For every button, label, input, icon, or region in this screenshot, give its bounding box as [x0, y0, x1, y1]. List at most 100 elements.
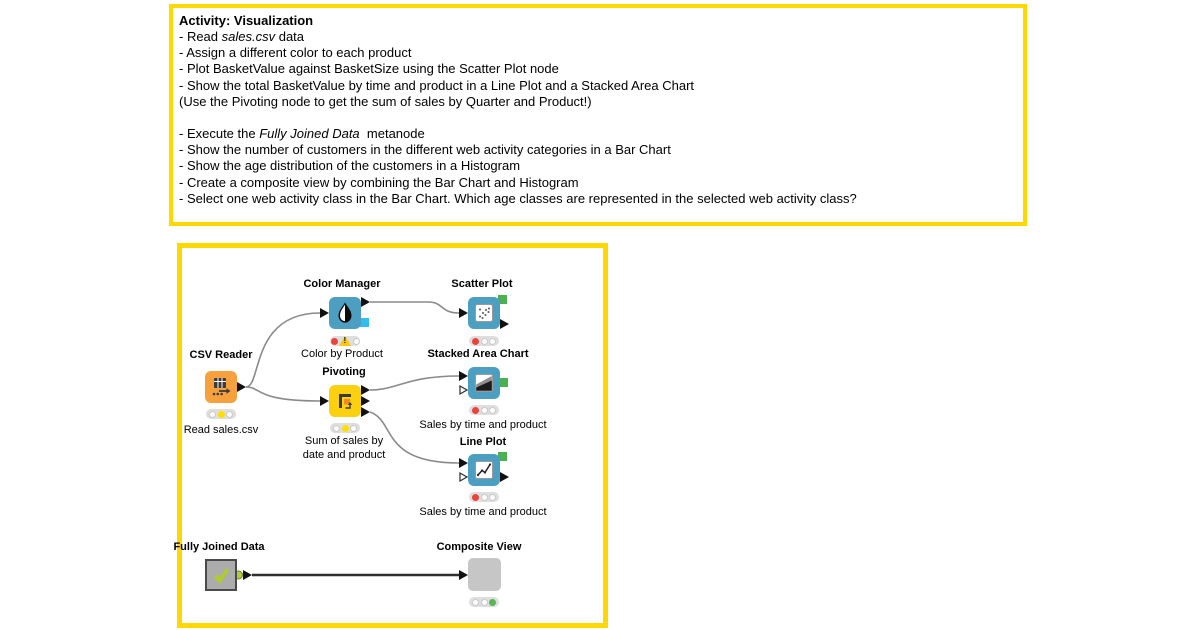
status-dot-red	[472, 337, 479, 345]
scatterplot-output-port[interactable]	[500, 319, 509, 329]
activity-line: - Assign a different color to each produ…	[179, 45, 412, 61]
execute-metanode-name: Fully Joined Data	[259, 126, 360, 142]
pivoting-label-line1: Sum of sales by	[304, 435, 384, 447]
node-stacked-area-chart[interactable]	[468, 367, 500, 399]
activity-line: - Select one web activity class in the B…	[179, 190, 857, 206]
csvreader-output-port[interactable]	[237, 382, 246, 392]
status-dot-off	[489, 337, 496, 345]
blank-line	[179, 110, 1017, 126]
activity-line: - Plot BasketValue against BasketSize us…	[179, 61, 559, 77]
node-label-csv-reader: Read sales.csv	[183, 424, 259, 436]
status-dot-off	[489, 493, 496, 501]
node-title-composite-view: Composite View	[436, 541, 522, 553]
lineplot-input-port[interactable]	[459, 458, 468, 468]
activity-line: - Create a composite view by combining t…	[179, 174, 579, 190]
status-lights-line-plot	[469, 492, 499, 502]
activity-line: - Show the number of customers in the di…	[179, 142, 671, 158]
check-icon	[213, 568, 230, 585]
stacked-area-chart-icon	[475, 374, 493, 392]
node-title-stacked-area-chart: Stacked Area Chart	[427, 348, 529, 360]
stackedareachart-input-port[interactable]	[459, 371, 468, 381]
pivoting-output-port-3[interactable]	[361, 407, 370, 417]
node-title-pivoting: Pivoting	[322, 366, 366, 378]
color-manager-droplet-icon	[338, 302, 352, 323]
status-lights-pivoting	[330, 423, 360, 433]
status-dot-off	[350, 424, 357, 432]
status-dot-off	[226, 410, 233, 418]
status-dot-off	[333, 424, 340, 432]
line-plot-icon	[475, 461, 493, 479]
colormanager-color-port[interactable]	[359, 318, 369, 327]
status-dot-off	[472, 598, 479, 606]
status-dot-off	[480, 493, 488, 501]
wire-pivoting-stackedareachart[interactable]	[369, 375, 460, 391]
workflow-canvas: Color Manager Scatter Plot CSV Reader Pi…	[173, 248, 603, 623]
wire-csvreader-colormanager[interactable]	[245, 312, 321, 388]
status-lights-color-manager: !	[330, 335, 360, 346]
execute-pre: - Execute the	[179, 126, 260, 142]
read-filename: sales.csv	[221, 29, 276, 44]
status-dot-off	[352, 337, 360, 345]
wire-pivoting-lineplot[interactable]	[369, 411, 460, 464]
status-lights-csv-reader	[206, 409, 236, 419]
warning-triangle-icon: !	[339, 335, 351, 346]
node-title-line-plot: Line Plot	[459, 436, 507, 448]
workflow-annotation[interactable]: Color Manager Scatter Plot CSV Reader Pi…	[173, 243, 608, 628]
pivoting-label-line2: date and product	[302, 449, 386, 461]
status-dot-red	[472, 493, 479, 501]
status-dot-off	[480, 598, 488, 606]
node-pivoting[interactable]	[329, 385, 361, 417]
activity-line: (Use the Pivoting node to get the sum of…	[179, 93, 592, 109]
node-title-csv-reader: CSV Reader	[189, 349, 253, 361]
lineplot-image-port[interactable]	[498, 452, 507, 461]
read-post: data	[275, 29, 305, 44]
node-color-manager[interactable]	[329, 297, 361, 329]
node-title-color-manager: Color Manager	[303, 278, 381, 290]
execute-post: metanode	[359, 126, 425, 142]
pivoting-output-port-2[interactable]	[361, 396, 370, 406]
node-label-pivoting: Sum of sales by date and product	[303, 434, 386, 462]
pivoting-output-port-1[interactable]	[361, 385, 370, 395]
node-fully-joined-data[interactable]	[205, 559, 237, 591]
node-csv-reader[interactable]	[205, 371, 237, 403]
lineplot-output-port[interactable]	[500, 472, 509, 482]
status-dot-off	[480, 406, 488, 414]
status-dot-off	[489, 406, 496, 414]
node-composite-view[interactable]	[468, 558, 501, 591]
activity-title: Activity: Visualization	[179, 13, 314, 28]
node-label-color-manager: Color by Product	[301, 348, 383, 360]
status-dot-red	[330, 337, 338, 345]
scatter-plot-icon	[475, 304, 493, 322]
status-dot-red	[472, 406, 479, 414]
activity-line: - Show the total BasketValue by time and…	[179, 77, 695, 93]
node-scatter-plot[interactable]	[468, 297, 500, 329]
status-dot-yellow	[341, 424, 349, 432]
wire-csvreader-pivoting[interactable]	[245, 386, 321, 402]
csv-reader-icon	[212, 378, 231, 396]
node-label-line-plot: Sales by time and product	[419, 506, 547, 518]
read-pre: - Read	[179, 29, 222, 44]
compositeview-input-port[interactable]	[459, 570, 468, 580]
pivoting-input-port[interactable]	[320, 396, 329, 406]
node-title-fully-joined-data: Fully Joined Data	[173, 541, 265, 553]
scatterplot-input-port[interactable]	[459, 308, 468, 318]
activity-line: - Show the age distribution of the custo…	[179, 158, 521, 174]
activity-annotation[interactable]: Activity: Visualization - Read sales.csv…	[169, 4, 1027, 226]
colormanager-input-port[interactable]	[320, 308, 329, 318]
activity-line-execute: - Execute the Fully Joined Data metanode	[179, 126, 1017, 142]
fullyjoineddata-output-port[interactable]	[243, 570, 252, 580]
lineplot-flowvar-port[interactable]	[459, 471, 469, 483]
wire-colormanager-scatterplot[interactable]	[370, 301, 460, 314]
colormanager-output-port[interactable]	[361, 297, 370, 307]
stackedareachart-flowvar-port[interactable]	[459, 384, 469, 396]
stackedareachart-image-port[interactable]	[499, 378, 508, 387]
node-line-plot[interactable]	[468, 454, 500, 486]
activity-line-read: - Read sales.csv data	[179, 29, 1017, 45]
node-title-scatter-plot: Scatter Plot	[451, 278, 513, 290]
pivoting-icon	[339, 394, 353, 409]
scatterplot-image-port[interactable]	[498, 295, 507, 304]
status-lights-composite-view	[469, 597, 499, 607]
status-lights-stacked-area-chart	[469, 405, 499, 415]
node-label-stacked-area-chart: Sales by time and product	[419, 419, 547, 431]
